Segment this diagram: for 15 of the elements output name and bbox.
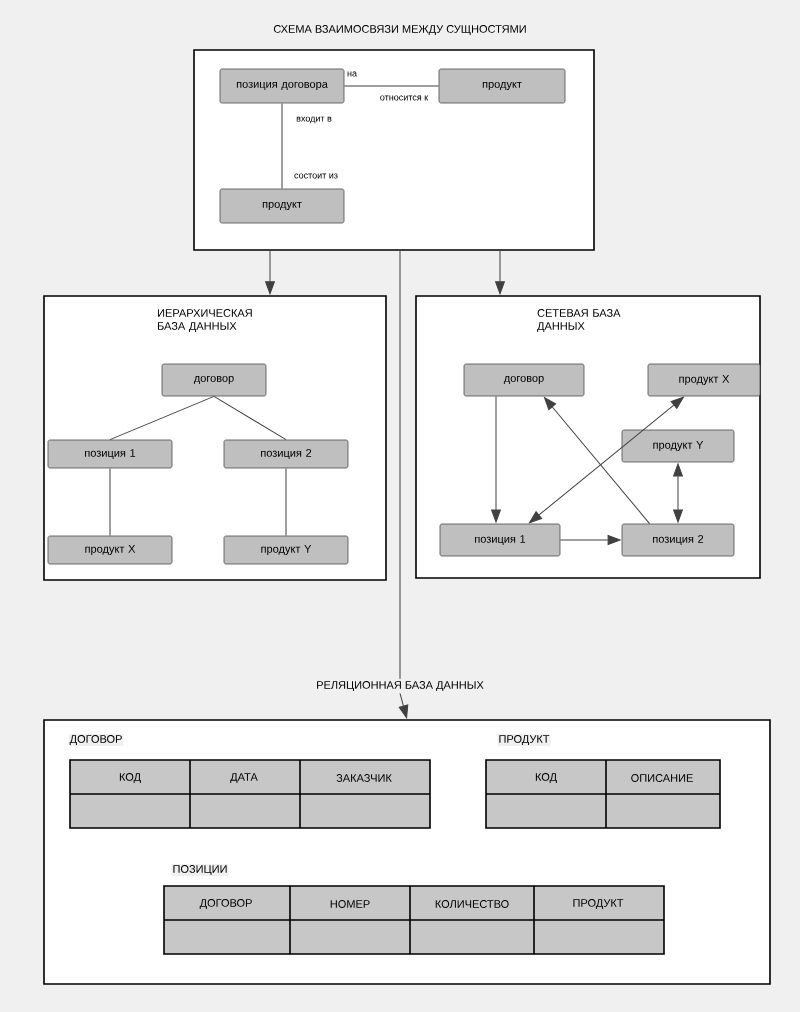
connector — [285, 467, 287, 537]
connector — [559, 535, 621, 545]
connector — [529, 396, 684, 524]
connector — [673, 463, 683, 523]
connector — [491, 395, 501, 523]
connector — [399, 250, 401, 680]
connector — [109, 395, 215, 441]
connector — [281, 102, 283, 190]
connector — [398, 692, 409, 719]
connector — [343, 85, 440, 87]
connector — [213, 395, 287, 441]
connector — [109, 467, 111, 537]
connector — [544, 397, 651, 525]
connector — [265, 250, 275, 295]
connector — [495, 250, 505, 295]
